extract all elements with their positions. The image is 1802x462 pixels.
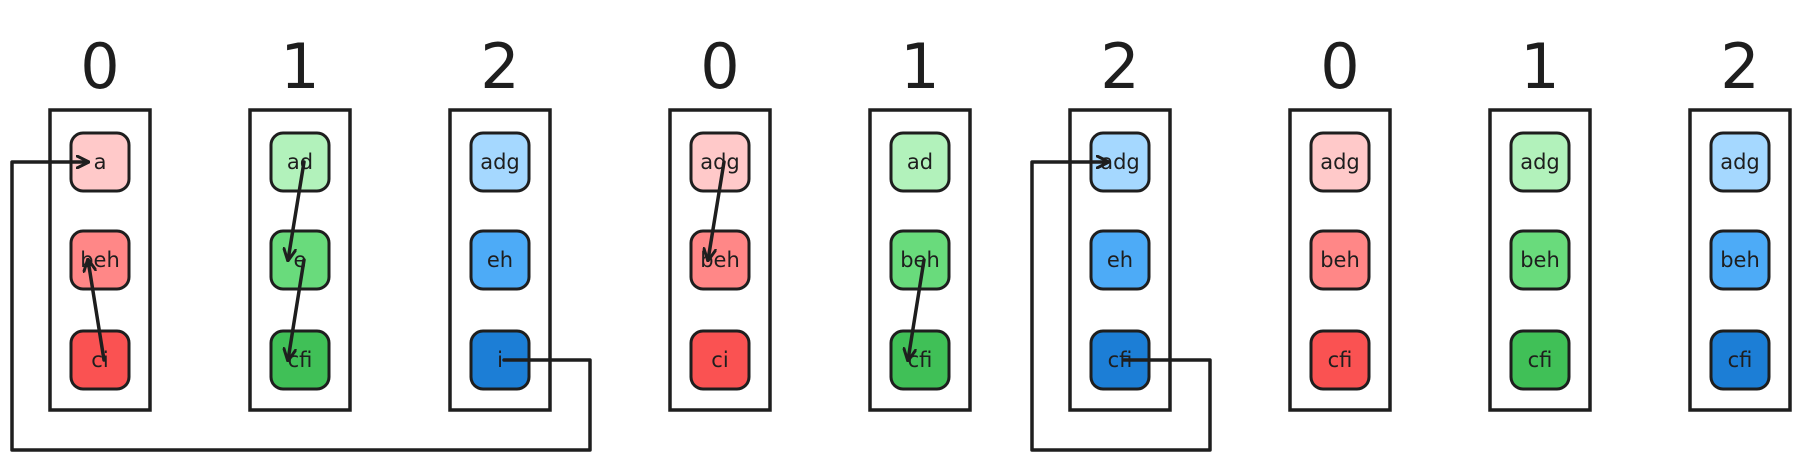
array-cell bbox=[69, 229, 131, 291]
cell-label: a bbox=[94, 150, 107, 174]
column-index-label: 1 bbox=[280, 30, 319, 103]
cell-label: adg bbox=[1320, 150, 1360, 174]
cell-label: beh bbox=[1320, 248, 1360, 272]
column-index-label: 0 bbox=[700, 30, 739, 103]
cell-label: adg bbox=[480, 150, 520, 174]
wrap-around-arrow bbox=[10, 162, 592, 452]
column-boxes-layer bbox=[48, 108, 1792, 412]
array-cell bbox=[1309, 229, 1371, 291]
cell-label: cfi bbox=[1328, 348, 1353, 372]
array-cell bbox=[889, 329, 951, 391]
column-box bbox=[1288, 108, 1392, 412]
cell-label: cfi bbox=[288, 348, 313, 372]
cell-label: cfi bbox=[908, 348, 933, 372]
column-index-label: 1 bbox=[1520, 30, 1559, 103]
shift-arrow bbox=[288, 258, 306, 360]
array-cell bbox=[1709, 229, 1771, 291]
cell-label: cfi bbox=[1528, 348, 1553, 372]
column-index-label: 0 bbox=[1320, 30, 1359, 103]
cell-label: beh bbox=[1520, 248, 1560, 272]
cell-label: cfi bbox=[1728, 348, 1753, 372]
shift-arrow bbox=[88, 260, 106, 362]
cells-layer: abehciadecfiadgehiadgbehciadbehcfiadgehc… bbox=[69, 131, 1771, 391]
arrows-layer bbox=[10, 160, 1212, 452]
cell-label: ci bbox=[711, 348, 728, 372]
array-cell bbox=[689, 229, 751, 291]
array-cell bbox=[1509, 229, 1571, 291]
column-index-label: 1 bbox=[900, 30, 939, 103]
column-box bbox=[1068, 108, 1172, 412]
cell-label: ad bbox=[287, 150, 313, 174]
cell-label: adg bbox=[700, 150, 740, 174]
cell-label: eh bbox=[487, 248, 513, 272]
shift-arrow bbox=[908, 258, 926, 360]
cell-label: adg bbox=[1520, 150, 1560, 174]
column-box bbox=[248, 108, 352, 412]
cell-label: eh bbox=[1107, 248, 1133, 272]
array-cell bbox=[1709, 131, 1771, 193]
array-cell bbox=[689, 329, 751, 391]
array-cell bbox=[1309, 329, 1371, 391]
array-cell bbox=[1709, 329, 1771, 391]
column-headers-layer: 0 1 2 0 1 2 0 1 2 bbox=[80, 30, 1759, 103]
column-index-label: 2 bbox=[1100, 30, 1139, 103]
array-cell bbox=[469, 131, 531, 193]
column-box bbox=[868, 108, 972, 412]
shift-arrow bbox=[288, 160, 306, 260]
array-cell bbox=[1089, 229, 1151, 291]
cell-label: beh bbox=[80, 248, 120, 272]
cell-label: ad bbox=[907, 150, 933, 174]
shift-arrow bbox=[708, 160, 726, 260]
cell-label: i bbox=[497, 348, 503, 372]
array-cell bbox=[1309, 131, 1371, 193]
array-cell bbox=[1509, 329, 1571, 391]
column-index-label: 0 bbox=[80, 30, 119, 103]
column-box bbox=[1688, 108, 1792, 412]
wrap-around-arrow bbox=[1030, 162, 1212, 452]
column-box bbox=[48, 108, 152, 412]
array-cell bbox=[269, 329, 331, 391]
cell-label: beh bbox=[700, 248, 740, 272]
column-box bbox=[668, 108, 772, 412]
column-index-label: 2 bbox=[480, 30, 519, 103]
cell-label: ci bbox=[91, 348, 108, 372]
column-box bbox=[448, 108, 552, 412]
cell-label: beh bbox=[1720, 248, 1760, 272]
array-cell bbox=[469, 229, 531, 291]
column-index-label: 2 bbox=[1720, 30, 1759, 103]
cell-label: beh bbox=[900, 248, 940, 272]
cell-label: adg bbox=[1720, 150, 1760, 174]
array-cell bbox=[1509, 131, 1571, 193]
column-box bbox=[1488, 108, 1592, 412]
array-cell bbox=[889, 131, 951, 193]
